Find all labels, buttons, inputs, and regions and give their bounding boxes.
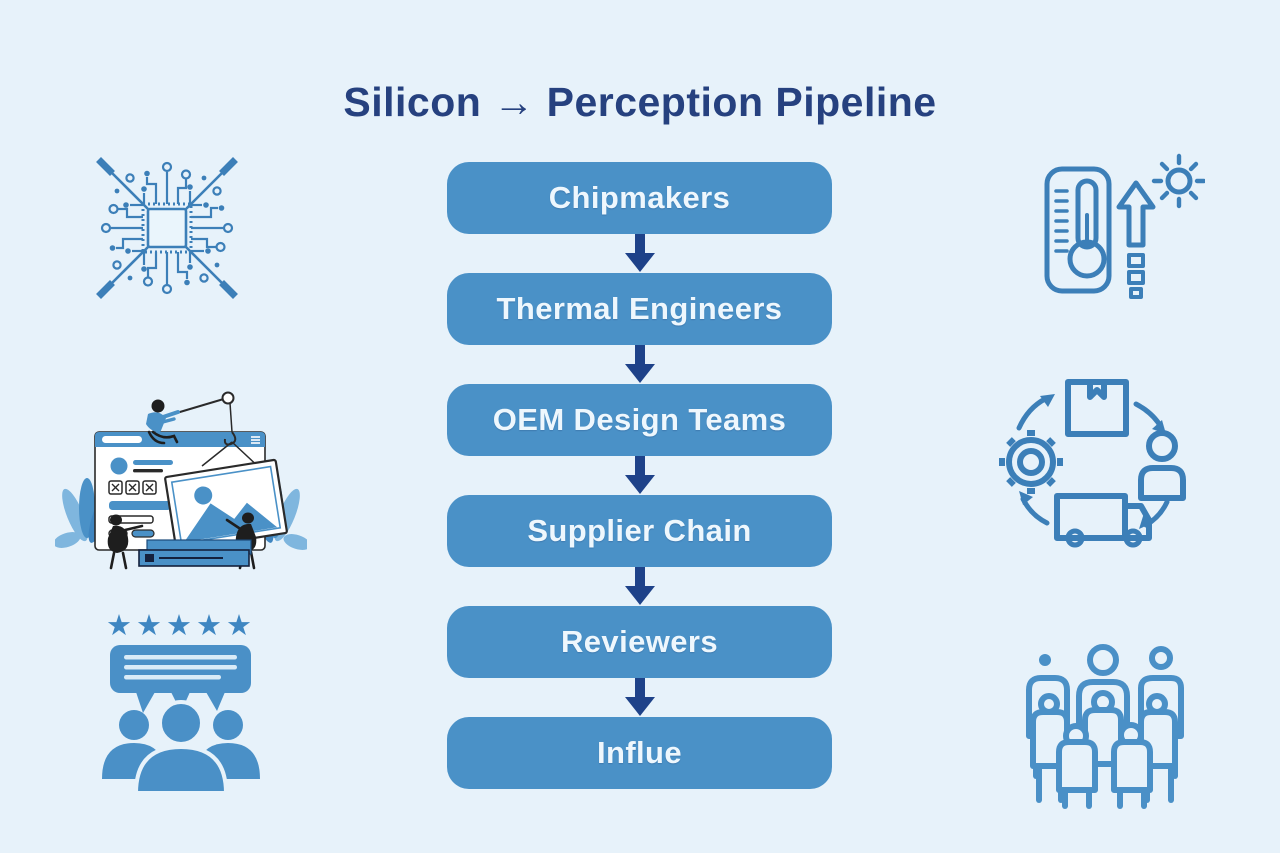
stage-chipmakers: Chipmakers [447, 162, 832, 234]
flow-arrow-down-icon [621, 345, 659, 384]
plant-left [55, 478, 110, 548]
pipeline-flowchart: Chipmakers Thermal Engineers OEM Design … [447, 162, 832, 789]
flow-arrow-down-icon [621, 567, 659, 606]
page-title: Silicon → Perception Pipeline [343, 79, 937, 126]
figure-left [107, 514, 144, 570]
supply-chain-cycle-icon [995, 370, 1207, 562]
stage-supplier-chain: Supplier Chain [447, 495, 832, 567]
stage-oem-design-teams: OEM Design Teams [447, 384, 832, 456]
website-builder-illustration [55, 380, 307, 572]
thermometer-sun-icon [1033, 153, 1205, 305]
flow-arrow-down-icon [621, 678, 659, 717]
customer-reviews-illustration: ★★★★★ [98, 612, 264, 796]
stage-influe: Influe [447, 717, 832, 789]
figure-sitting [146, 399, 180, 445]
stage-reviewers: Reviewers [447, 606, 832, 678]
five-stars-icon: ★★★★★ [106, 610, 256, 642]
flow-arrow-down-icon [621, 234, 659, 273]
stage-thermal-engineers: Thermal Engineers [447, 273, 832, 345]
flow-arrow-down-icon [621, 456, 659, 495]
crowd-icon [1015, 640, 1192, 810]
chip-circuit-illustration [82, 148, 252, 308]
